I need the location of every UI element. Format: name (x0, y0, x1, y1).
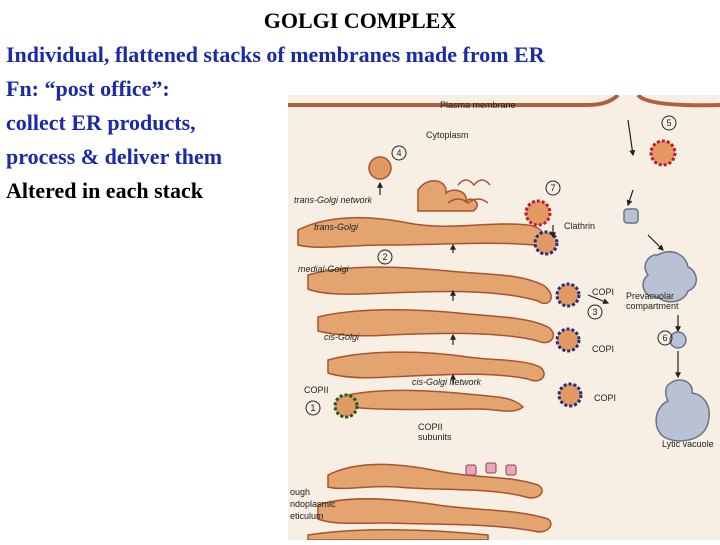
rough-er (307, 463, 552, 541)
label-clathrin: Clathrin (564, 221, 595, 231)
label-trans-golgi: trans-Golgi (314, 222, 359, 232)
ribosomes (465, 462, 517, 476)
page-title: GOLGI COMPLEX (263, 8, 457, 33)
step-numbers: 1 2 3 4 5 6 7 (305, 115, 677, 416)
prevacuolar-compartment (642, 251, 697, 303)
step-1: 1 (310, 403, 315, 413)
vesicle-copi-1 (533, 230, 559, 256)
vesicle-cytoplasm (368, 156, 392, 180)
pathway-arrows (377, 119, 681, 385)
plasma-membrane (288, 93, 620, 107)
label-copii: COPII (304, 385, 329, 395)
medial-golgi-cisterna (307, 266, 552, 305)
vacuoles (623, 208, 710, 442)
label-plasma-membrane: Plasma membrane (440, 100, 516, 110)
label-medial-golgi: medial-Golgi (298, 264, 350, 274)
description-line-5: Altered in each stack (6, 178, 203, 203)
description-line-1: Individual, flattened stacks of membrane… (6, 42, 545, 67)
vesicle-copii (333, 393, 359, 419)
label-trans-golgi-network: trans-Golgi network (294, 195, 373, 205)
label-rough-er-3: eticulum (290, 511, 324, 521)
vesicles (333, 139, 677, 419)
step-5: 5 (666, 118, 671, 128)
plasma-membrane-right (636, 93, 720, 108)
label-cytoplasm: Cytoplasm (426, 130, 469, 140)
label-lytic-vacuole: Lytic vacuole (662, 439, 714, 449)
label-copii-subunits-2: subunits (418, 432, 452, 442)
step-3: 3 (592, 307, 597, 317)
lytic-vacuole (655, 379, 710, 442)
label-copii-subunits-1: COPII (418, 422, 443, 432)
description-line-2: Fn: “post office”: (6, 76, 170, 101)
label-cis-golgi-network: cis-Golgi network (412, 377, 482, 387)
label-copi-2: COPI (592, 344, 614, 354)
label-rough-er-1: ough (290, 487, 310, 497)
golgi-diagram: 1 2 3 4 5 6 7 Plasma membrane Cytoplasm … (288, 93, 720, 541)
label-copi-3: COPI (594, 393, 616, 403)
small-vacuole (623, 208, 639, 224)
label-cis-golgi: cis-Golgi (324, 332, 360, 342)
vesicle-clathrin-1 (524, 199, 552, 227)
label-prevacuolar-1: Prevacuolar (626, 291, 674, 301)
small-vacuole-2 (669, 331, 687, 349)
cis-golgi-network (347, 389, 525, 412)
step-6: 6 (662, 333, 667, 343)
vesicle-copi-4 (557, 382, 583, 408)
vesicle-plasma (649, 139, 677, 167)
description-line-3: collect ER products, (6, 110, 196, 135)
description-line-4: process & deliver them (6, 144, 223, 169)
vesicle-copi-2 (555, 282, 581, 308)
label-prevacuolar-2: compartment (626, 301, 679, 311)
label-rough-er-2: ndoplasmic (290, 499, 336, 509)
vesicle-copi-3 (555, 327, 581, 353)
label-copi-1: COPI (592, 287, 614, 297)
step-7: 7 (550, 183, 555, 193)
medial-golgi-cisterna-2 (317, 309, 555, 344)
golgi-cisternae (297, 216, 555, 412)
step-4: 4 (396, 148, 401, 158)
trans-golgi-network (417, 179, 491, 212)
cis-golgi-cisterna (327, 351, 545, 382)
step-2: 2 (382, 252, 387, 262)
